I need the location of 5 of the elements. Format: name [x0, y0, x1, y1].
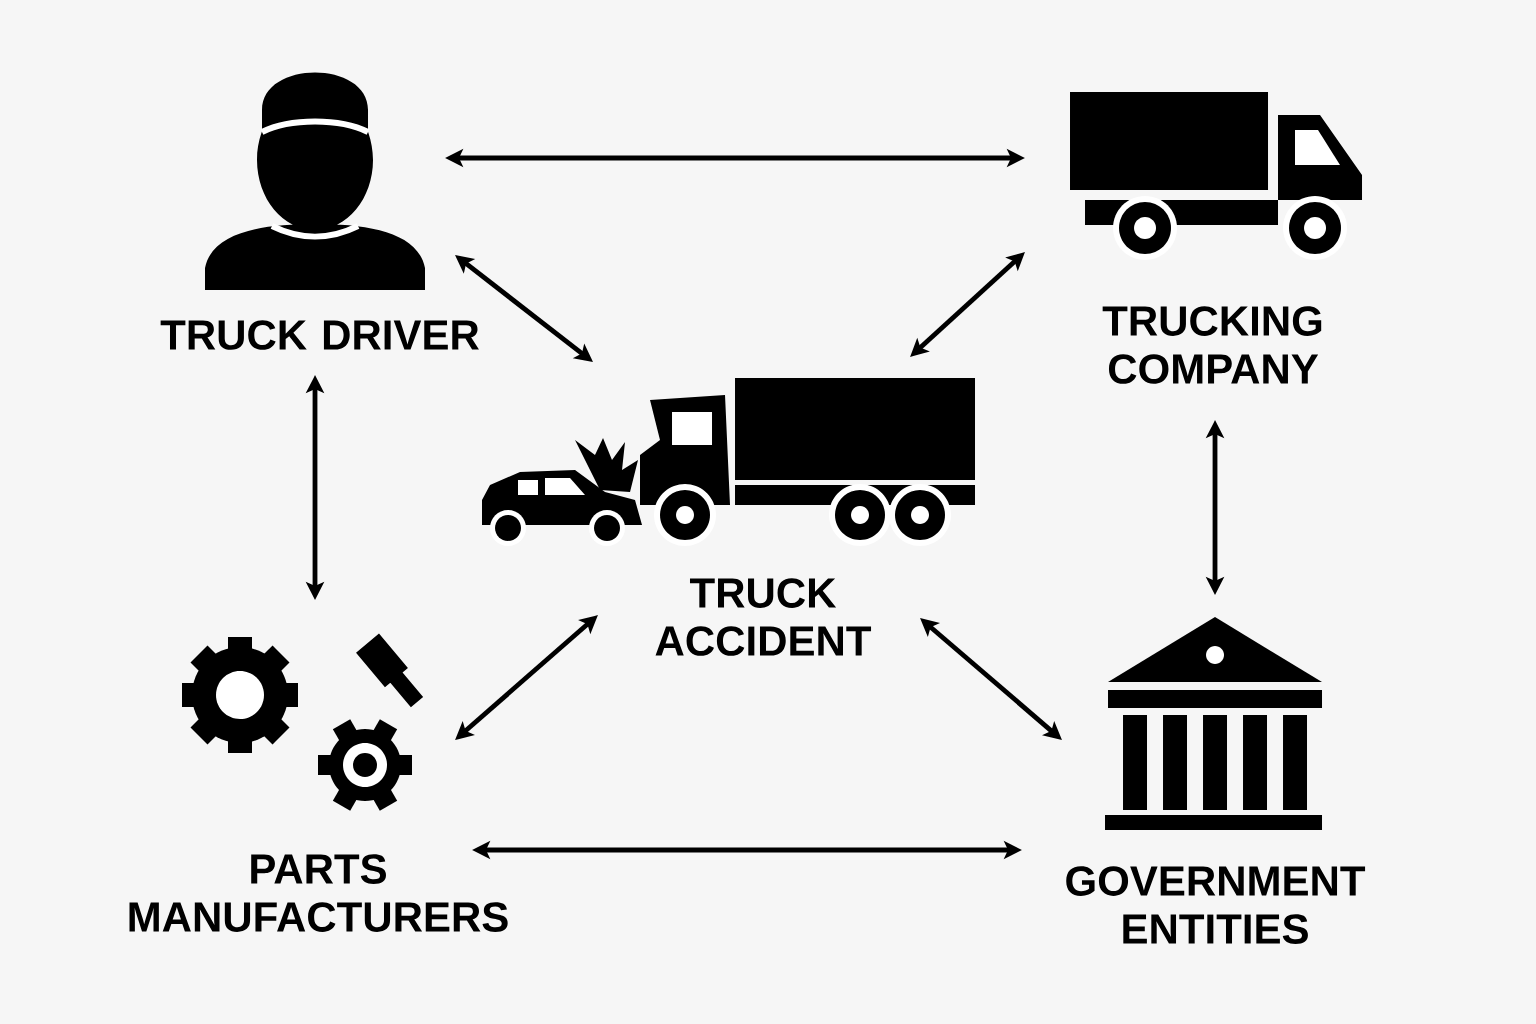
- node-title: TRUCKING COMPANY: [1102, 306, 1322, 384]
- node-title: TRUCK ACCIDENT: [655, 578, 872, 656]
- node-title: GOVERNMENT ENTITIES: [1066, 866, 1366, 944]
- node-title: PARTS MANUFACTURERS: [129, 854, 508, 932]
- node-title: TRUCK DRIVER: [160, 320, 479, 350]
